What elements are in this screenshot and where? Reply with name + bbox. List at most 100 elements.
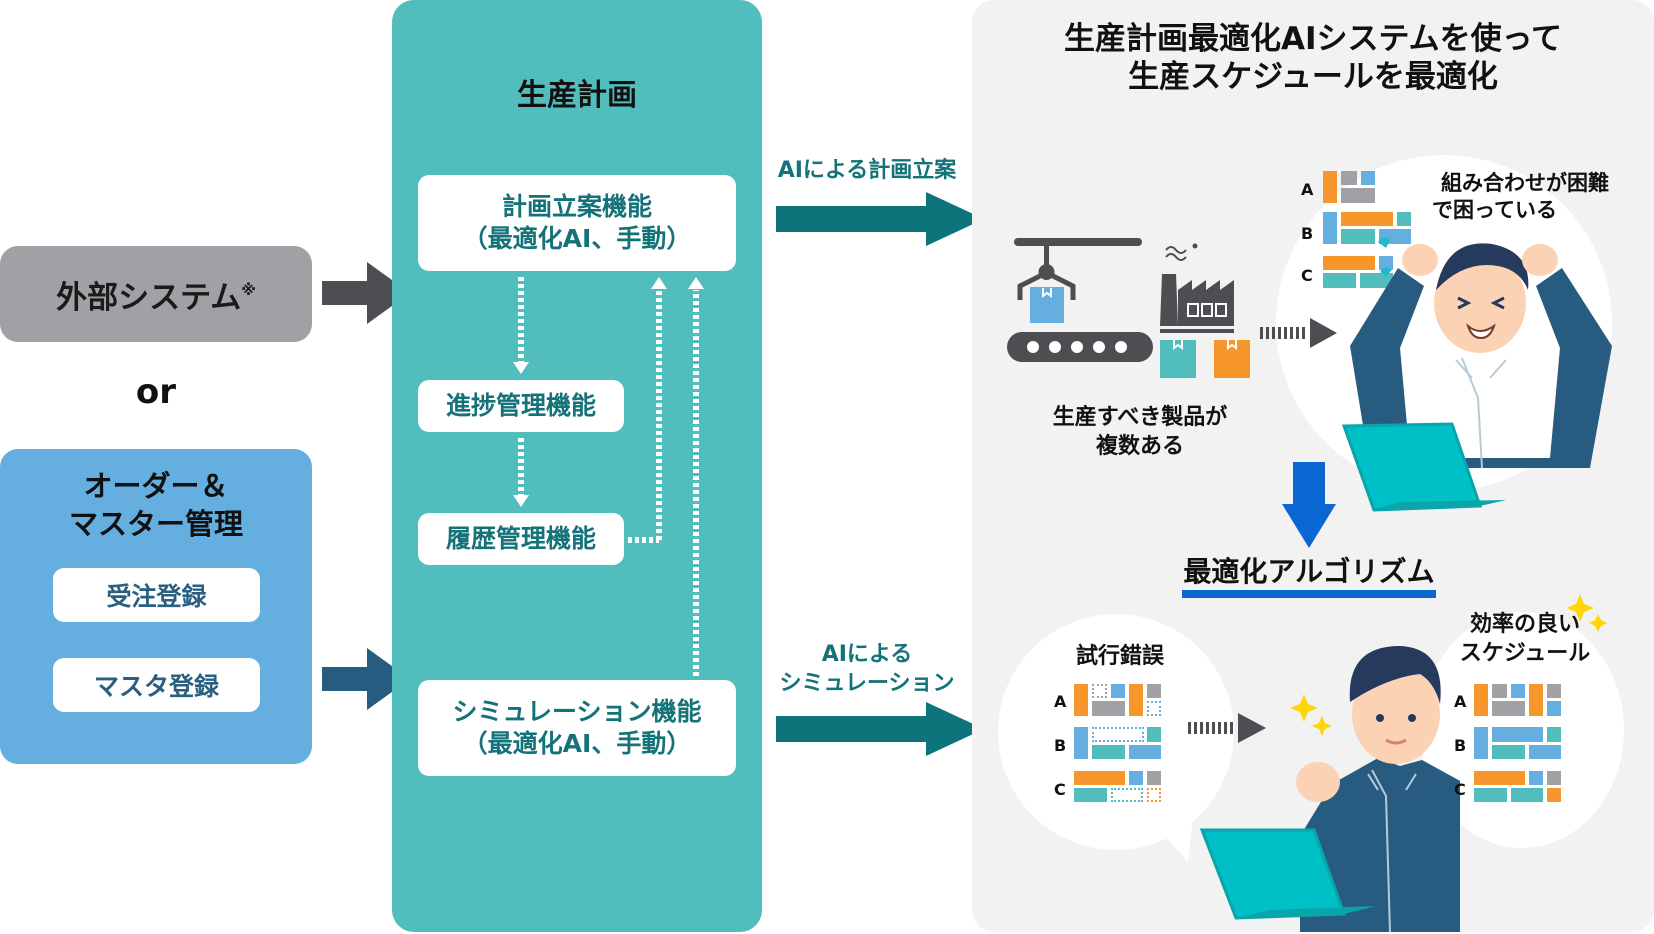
planning-function-sublabel: （最適化AI、手動） [462, 224, 692, 253]
order-master-title-line1: オーダー＆ [83, 469, 229, 503]
sweat-drop-icon [1378, 237, 1390, 248]
schedule-block [1074, 771, 1125, 785]
schedule-block [1074, 684, 1088, 716]
schedule-row-label-b: B [1454, 736, 1467, 755]
schedule-block [1147, 727, 1161, 742]
external-system-label: 外部システム [56, 279, 242, 316]
to-result-arrow [1188, 713, 1266, 743]
conveyor-belt-icon [1007, 332, 1153, 362]
arrowhead-down-2 [513, 495, 529, 507]
schedule-block [1129, 745, 1161, 759]
arrowhead-down-1 [513, 362, 529, 374]
planning-function-label: 計画立案機能 [501, 192, 652, 221]
schedule-block [1511, 684, 1525, 698]
ai-simulation-arrow [776, 702, 984, 756]
schedule-block [1323, 212, 1337, 244]
schedule-block [1492, 701, 1525, 716]
simulation-function-box[interactable]: シミュレーション機能 （最適化AI、手動） [418, 680, 736, 776]
schedule-empty-slot [1111, 788, 1143, 802]
simulation-function-sublabel: （最適化AI、手動） [462, 729, 692, 758]
note-mark: ※ [241, 281, 256, 299]
schedule-block [1341, 212, 1393, 226]
schedule-empty-slot [1147, 701, 1161, 716]
order-master-box: オーダー＆ マスター管理 受注登録 マスタ登録 [0, 449, 312, 764]
ai-simulation-label: AIによる シミュレーション [762, 640, 972, 698]
schedule-empty-slot [1092, 684, 1107, 698]
schedule-block [1111, 684, 1125, 698]
schedule-row-label-b: B [1054, 736, 1067, 755]
history-function-box[interactable]: 履歴管理機能 [418, 513, 624, 565]
ai-simulation-label-line2: シミュレーション [779, 671, 955, 696]
order-registration-button[interactable]: 受注登録 [53, 568, 260, 622]
schedule-block [1361, 171, 1375, 185]
schedule-block [1092, 701, 1125, 716]
schedule-block [1323, 256, 1375, 270]
schedule-block [1547, 727, 1561, 742]
order-master-title-line2: マスター管理 [68, 507, 243, 541]
planning-function-box[interactable]: 計画立案機能 （最適化AI、手動） [418, 175, 736, 271]
schedule-row-label-c: C [1301, 266, 1313, 285]
production-plan-title: 生産計画 [517, 78, 637, 113]
sparkle-icon [1290, 694, 1318, 722]
product-boxes-icon [1160, 340, 1250, 378]
schedule-block [1547, 684, 1561, 698]
schedule-block [1360, 273, 1393, 288]
schedule-block [1547, 701, 1561, 716]
efficient-caption-line2: スケジュール [1459, 641, 1591, 666]
trial-error-label: 試行錯誤 [1075, 644, 1164, 669]
schedule-block [1074, 727, 1088, 759]
schedule-block [1474, 771, 1525, 785]
flow-connectors [513, 277, 704, 676]
arrowhead-up-1 [651, 277, 667, 289]
or-label: or [135, 372, 177, 412]
external-to-plan-arrow [322, 262, 410, 324]
trouble-caption: 組み合わせが困難 で困っている [1420, 170, 1630, 224]
happy-worker-illustration [1290, 646, 1460, 932]
ai-planning-label: AIによる計画立案 [777, 158, 957, 183]
products-caption: 生産すべき製品が 複数ある [1020, 403, 1260, 461]
schedule-row-label-a: A [1054, 692, 1067, 711]
schedule-block [1547, 788, 1561, 802]
progress-function-box[interactable]: 進捗管理機能 [418, 380, 624, 432]
master-registration-button[interactable]: マスタ登録 [53, 658, 260, 712]
production-plan-panel: 生産計画 計画立案機能 （最適化AI、手動） 進捗管理機能 履歴管理機能 シミュ… [392, 0, 762, 932]
schedule-row-label-b: B [1301, 224, 1314, 243]
simulation-function-label: シミュレーション機能 [452, 697, 702, 726]
schedule-row-label-a: A [1454, 692, 1467, 711]
arrowhead-up-2 [688, 277, 704, 289]
schedule-block [1074, 788, 1107, 802]
laptop-icon [1341, 422, 1506, 512]
algorithm-down-arrow [1282, 462, 1336, 548]
schedule-block [1492, 684, 1507, 698]
schedule-block [1529, 684, 1543, 716]
schedule-block [1492, 727, 1543, 742]
optimization-title: 生産計画最適化AIシステムを使って 生産スケジュールを最適化 [972, 20, 1654, 96]
efficient-caption: 効率の良い スケジュール [1430, 610, 1620, 668]
products-caption-line1: 生産すべき製品が [1052, 405, 1228, 430]
efficient-schedule: A B C [1450, 682, 1580, 812]
robot-arm-icon [1014, 238, 1142, 323]
schedule-block [1129, 684, 1143, 716]
schedule-block [1529, 745, 1561, 759]
schedule-block [1511, 788, 1543, 802]
schedule-block [1147, 684, 1161, 698]
schedule-empty-slot [1147, 788, 1161, 802]
laptop-icon [1200, 828, 1376, 920]
schedule-block [1379, 256, 1393, 270]
schedule-block [1474, 788, 1507, 802]
schedule-block [1323, 273, 1356, 288]
algorithm-label: 最適化アルゴリズム [1183, 555, 1435, 588]
schedule-block [1323, 171, 1337, 203]
trouble-caption-line2: で困っている [1432, 198, 1557, 222]
order-to-simulation-arrow [322, 648, 410, 710]
schedule-block [1547, 771, 1561, 785]
messy-schedule: A B C [1295, 168, 1425, 298]
schedule-block [1474, 727, 1488, 759]
schedule-block [1474, 684, 1488, 716]
sparkle-icon [1568, 594, 1607, 632]
schedule-row-label-a: A [1301, 180, 1314, 199]
schedule-row-label-c: C [1454, 780, 1466, 799]
schedule-block [1341, 229, 1375, 244]
external-system-box: 外部システム※ [0, 246, 312, 342]
sparkle-icon [1312, 716, 1332, 736]
